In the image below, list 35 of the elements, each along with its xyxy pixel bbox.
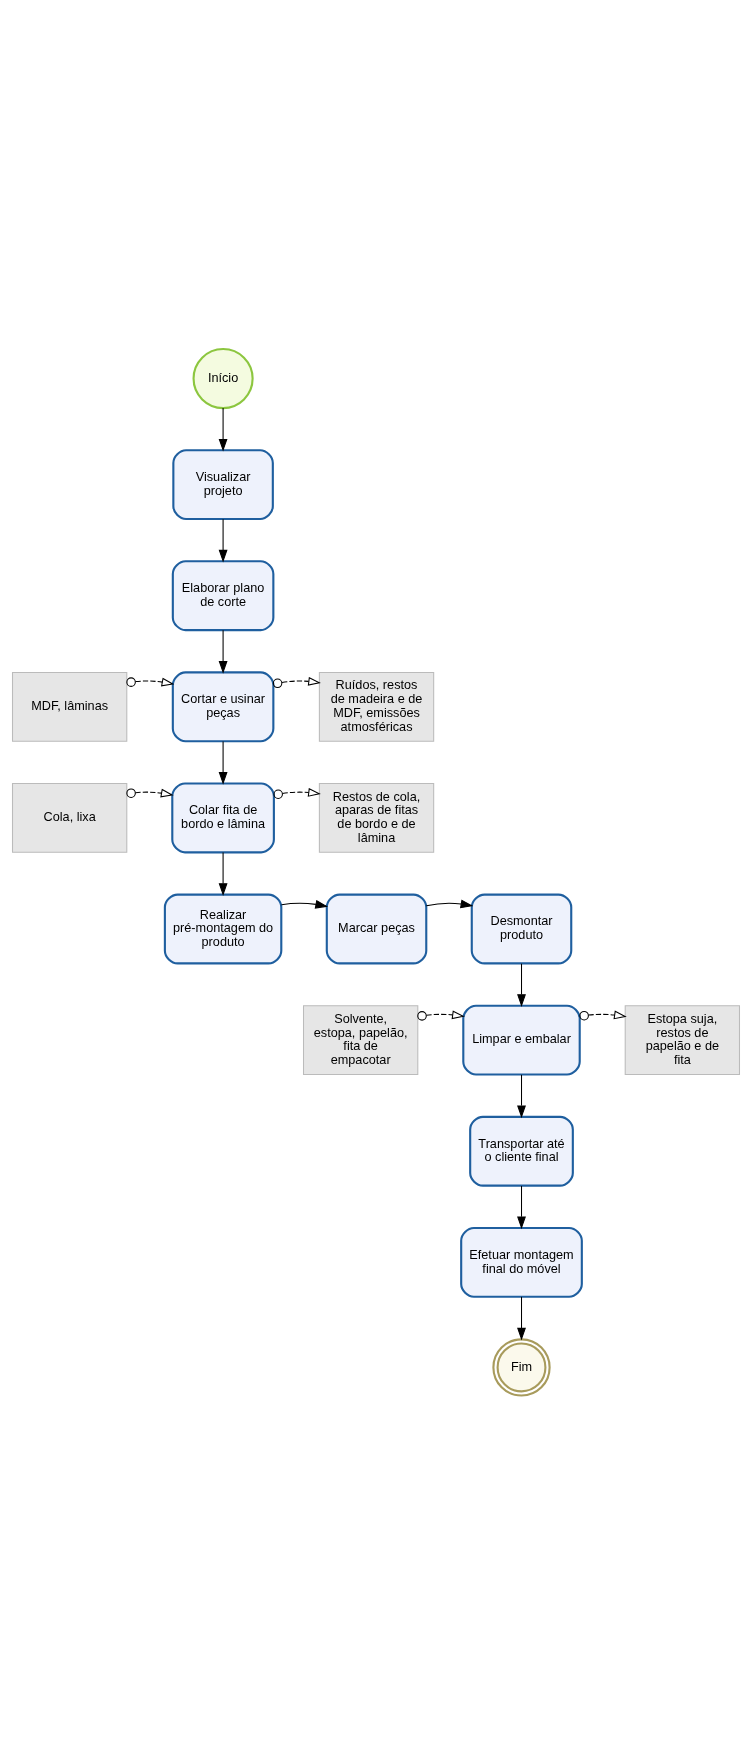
arrow	[126, 677, 175, 687]
node-box: Colar fita de bordo e lâmina	[171, 782, 275, 854]
arrow	[517, 963, 526, 1008]
arrow	[218, 740, 228, 785]
arrow	[218, 407, 228, 452]
node-box: Efetuar montagem final do móvel	[460, 1226, 583, 1298]
node-box: Transportar até o cliente final	[469, 1115, 574, 1187]
arrow	[517, 1185, 526, 1230]
node-box: Cola, lixa	[11, 783, 128, 853]
node-box: Ruídos, restos de madeira e de MDF, emissões atmosféricas	[318, 671, 435, 742]
arrow	[281, 899, 328, 909]
arrow	[218, 518, 228, 563]
node-box: Marcar peças	[325, 893, 428, 965]
node-box: Solvente, estopa, papelão, fita de empacotar	[303, 1005, 419, 1076]
arrow	[517, 1296, 526, 1341]
node-box: Cortar e usinar peças	[171, 671, 275, 743]
node-box: Restos de cola, aparas de fitas de bordo e de lâmina	[318, 783, 435, 853]
node-circle: Fim	[492, 1338, 551, 1397]
node-box: MDF, lâminas	[11, 671, 128, 742]
node-box: Limpar e embalar	[462, 1004, 581, 1076]
node-box: Visualizar projeto	[172, 449, 274, 521]
node-box: Elaborar plano de corte	[171, 560, 275, 632]
arrow	[417, 1010, 465, 1021]
arrow	[517, 1074, 526, 1119]
arrow	[425, 899, 474, 909]
node-circle: Início	[192, 347, 254, 410]
arrow	[272, 676, 321, 688]
arrow	[273, 788, 321, 799]
arrow	[126, 788, 174, 798]
node-box: Estopa suja, restos de papelão e de fita	[624, 1005, 741, 1076]
arrow	[218, 852, 228, 896]
node-box: Realizar pré-montagem do produto	[163, 893, 283, 965]
node-box: Desmontar produto	[470, 893, 573, 965]
arrow	[218, 629, 228, 674]
arrow	[579, 1010, 627, 1021]
